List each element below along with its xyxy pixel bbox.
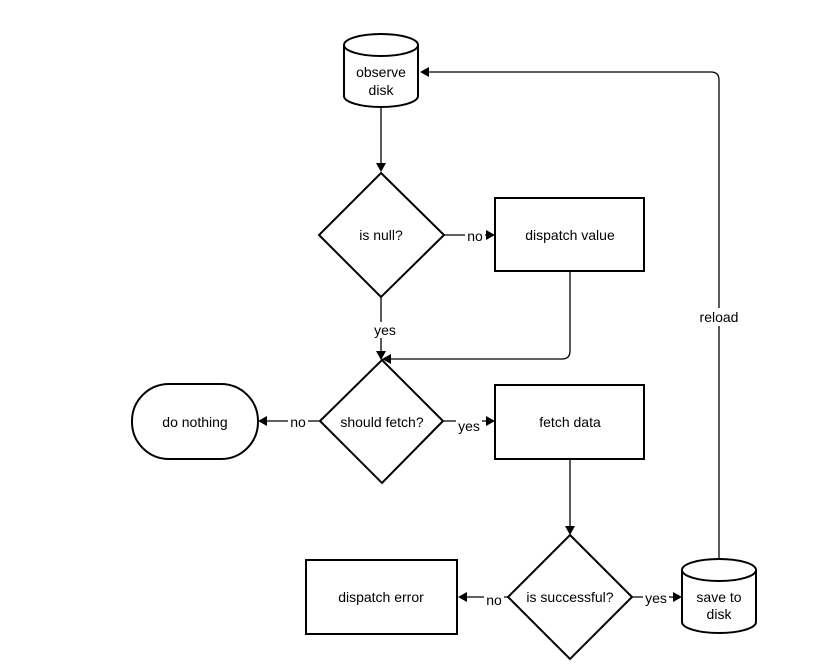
edge-should-fetch-no-to-do-nothing: no bbox=[258, 414, 320, 430]
node-dispatch-value: dispatch value bbox=[494, 197, 645, 272]
node-label: disk bbox=[707, 606, 733, 622]
edge-fetch-data-to-is-successful bbox=[565, 459, 575, 535]
node-label: fetch data bbox=[539, 414, 601, 430]
node-label: do nothing bbox=[162, 414, 227, 430]
edge-label-yes: yes bbox=[458, 418, 480, 434]
node-observe-disk: observe disk bbox=[343, 33, 419, 108]
edge-label-no: no bbox=[290, 414, 306, 430]
edge-is-successful-no-to-dispatch-error: no bbox=[458, 592, 508, 608]
node-do-nothing: do nothing bbox=[131, 383, 259, 460]
edge-label-yes: yes bbox=[645, 590, 667, 606]
node-label: save to bbox=[696, 589, 741, 605]
node-save-to-disk: save to disk bbox=[681, 558, 757, 634]
node-should-fetch: should fetch? bbox=[318, 358, 445, 485]
node-label: dispatch error bbox=[338, 589, 424, 605]
node-is-successful: is successful? bbox=[506, 533, 634, 661]
node-label: dispatch value bbox=[525, 227, 615, 243]
node-dispatch-error: dispatch error bbox=[305, 559, 458, 635]
node-label: is null? bbox=[359, 227, 403, 243]
node-is-null: is null? bbox=[317, 171, 446, 299]
edge-should-fetch-yes-to-fetch-data: yes bbox=[443, 416, 495, 434]
edge-label-no: no bbox=[467, 228, 483, 244]
edge-label-yes: yes bbox=[374, 322, 396, 338]
edge-isnull-yes-to-should-fetch: yes bbox=[370, 297, 396, 360]
edge-save-to-disk-reload-to-observe-disk: reload bbox=[420, 67, 741, 558]
edge-dispatch-value-to-should-fetch bbox=[382, 271, 571, 364]
node-fetch-data: fetch data bbox=[494, 384, 645, 460]
edge-label-no: no bbox=[486, 592, 502, 608]
edge-label-reload: reload bbox=[700, 309, 739, 325]
edge-observe-to-isnull bbox=[376, 108, 386, 172]
node-label: should fetch? bbox=[340, 414, 423, 430]
node-label: is successful? bbox=[526, 589, 613, 605]
edge-isnull-no-to-dispatch-value: no bbox=[444, 228, 495, 244]
node-label: disk bbox=[369, 82, 395, 98]
edge-is-successful-yes-to-save-to-disk: yes bbox=[632, 590, 682, 606]
node-label: observe bbox=[356, 64, 406, 80]
